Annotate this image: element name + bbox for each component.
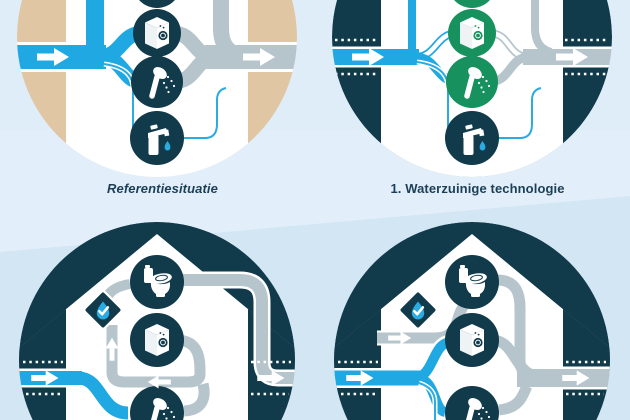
- wall-dotted-lines: [23, 360, 291, 396]
- shower-icon: [445, 386, 499, 420]
- shower-icon: [131, 56, 183, 108]
- wall-dotted-lines: [338, 360, 606, 396]
- washing-machine-icon: [445, 313, 499, 367]
- washing-machine-icon: [448, 9, 496, 57]
- house-wall-left: [334, 309, 381, 420]
- shower-icon: [446, 56, 498, 108]
- efficient-technology-panel-label: 1. Waterzuinige technologie: [390, 181, 565, 196]
- washing-machine-icon: [130, 313, 184, 367]
- faucet-icon: [445, 111, 499, 165]
- shower-icon: [130, 386, 184, 420]
- panel-reuse-right-illustration: [334, 222, 610, 420]
- reference-panel-label: Referentiesituatie: [107, 181, 218, 196]
- panel-reference-illustration: [17, 0, 297, 177]
- house-wall-left: [19, 309, 66, 420]
- wall-dotted-lines: [335, 38, 609, 76]
- faucet-icon: [130, 111, 184, 165]
- panel-efficient-technology-illustration: [332, 0, 612, 177]
- washing-machine-icon: [133, 9, 181, 57]
- toilet-icon: [445, 255, 499, 309]
- panel-reuse-left-illustration: [19, 222, 295, 420]
- toilet-icon: [130, 255, 184, 309]
